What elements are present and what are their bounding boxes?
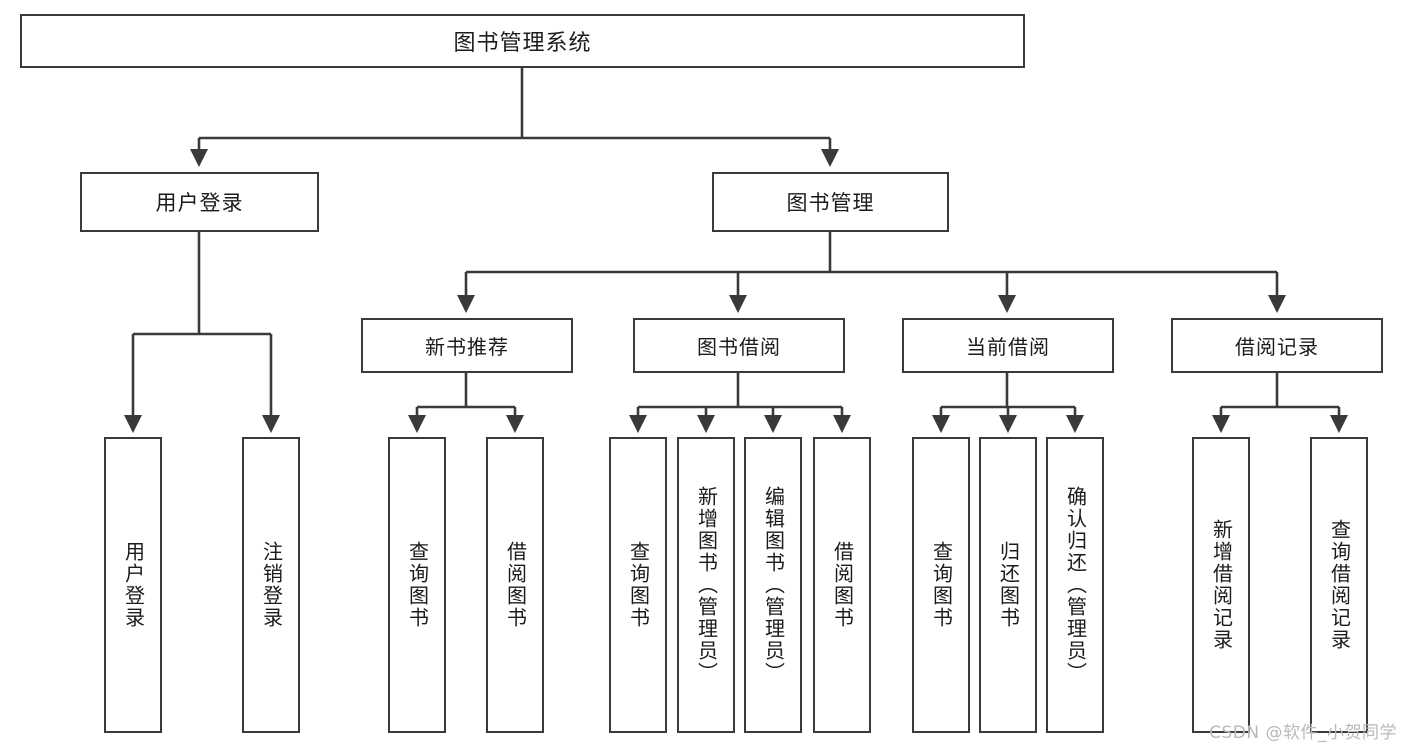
node-leaf-borrow-book-1[interactable]: 借阅图书 <box>486 437 544 733</box>
node-leaf-confirm-return-label: 确认归还（管理员） <box>1063 486 1088 684</box>
node-leaf-user-logout-label: 注销登录 <box>259 541 284 629</box>
node-leaf-borrow-book-2[interactable]: 借阅图书 <box>813 437 871 733</box>
node-leaf-user-login-label: 用户登录 <box>121 541 146 629</box>
node-leaf-add-record-label: 新增借阅记录 <box>1209 519 1234 651</box>
node-leaf-query-record-label: 查询借阅记录 <box>1327 519 1352 651</box>
node-leaf-query-record[interactable]: 查询借阅记录 <box>1310 437 1368 733</box>
node-root-label: 图书管理系统 <box>453 31 592 56</box>
node-book-borrow[interactable]: 图书借阅 <box>633 318 845 373</box>
node-book-manage[interactable]: 图书管理 <box>712 172 949 232</box>
node-leaf-add-book-label: 新增图书（管理员） <box>694 486 719 684</box>
node-user-login[interactable]: 用户登录 <box>80 172 319 232</box>
node-book-manage-label: 图书管理 <box>786 191 875 215</box>
node-borrow-record[interactable]: 借阅记录 <box>1171 318 1383 373</box>
node-leaf-query-book-2[interactable]: 查询图书 <box>609 437 667 733</box>
node-leaf-borrow-book-1-label: 借阅图书 <box>503 541 528 629</box>
node-current-borrow-label: 当前借阅 <box>966 335 1050 359</box>
node-leaf-query-book-1[interactable]: 查询图书 <box>388 437 446 733</box>
node-leaf-edit-book[interactable]: 编辑图书（管理员） <box>744 437 802 733</box>
node-leaf-return-book[interactable]: 归还图书 <box>979 437 1037 733</box>
node-user-login-label: 用户登录 <box>155 191 244 215</box>
node-leaf-query-book-3-label: 查询图书 <box>929 541 954 629</box>
node-leaf-user-login[interactable]: 用户登录 <box>104 437 162 733</box>
node-leaf-query-book-1-label: 查询图书 <box>405 541 430 629</box>
node-new-book-recommend[interactable]: 新书推荐 <box>361 318 573 373</box>
node-leaf-query-book-2-label: 查询图书 <box>626 541 651 629</box>
node-leaf-return-book-label: 归还图书 <box>996 541 1021 629</box>
node-leaf-confirm-return[interactable]: 确认归还（管理员） <box>1046 437 1104 733</box>
node-leaf-add-record[interactable]: 新增借阅记录 <box>1192 437 1250 733</box>
node-book-borrow-label: 图书借阅 <box>697 335 781 359</box>
node-leaf-query-book-3[interactable]: 查询图书 <box>912 437 970 733</box>
node-leaf-add-book[interactable]: 新增图书（管理员） <box>677 437 735 733</box>
node-root[interactable]: 图书管理系统 <box>20 14 1025 68</box>
node-borrow-record-label: 借阅记录 <box>1235 335 1319 359</box>
watermark-text: CSDN @软件_小贺同学 <box>1209 723 1397 743</box>
node-current-borrow[interactable]: 当前借阅 <box>902 318 1114 373</box>
node-leaf-borrow-book-2-label: 借阅图书 <box>830 541 855 629</box>
node-leaf-user-logout[interactable]: 注销登录 <box>242 437 300 733</box>
node-leaf-edit-book-label: 编辑图书（管理员） <box>761 486 786 684</box>
node-new-book-recommend-label: 新书推荐 <box>425 335 509 359</box>
